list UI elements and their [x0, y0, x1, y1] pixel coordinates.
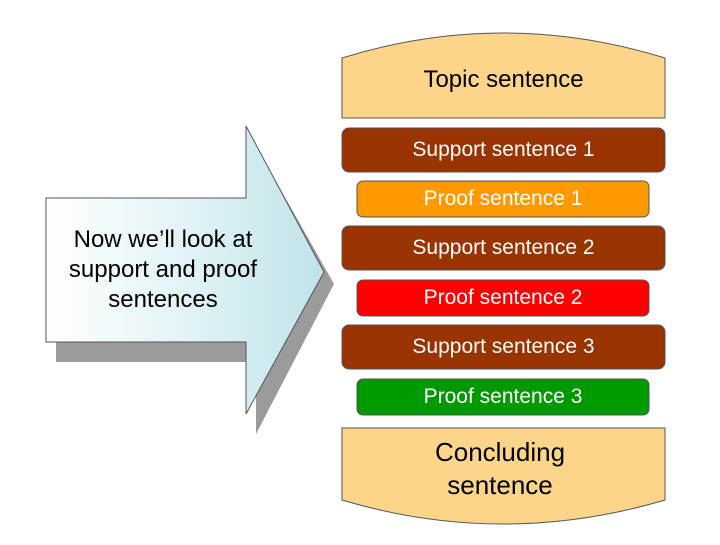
bar-support-3 [341, 324, 666, 370]
bar-proof-2 [356, 279, 650, 317]
support-sentence-1-label: Support sentence 1 [412, 138, 595, 161]
bar-support-1 [341, 127, 666, 173]
support-sentence-2-label: Support sentence 2 [412, 236, 595, 259]
bar-proof-1 [356, 180, 650, 218]
concluding-label: Concluding sentence [434, 437, 566, 500]
proof-sentence-3-label: Proof sentence 3 [423, 385, 583, 408]
arrow-shape [45, 125, 325, 415]
arrow-label: Now we’ll look at support and proof sent… [68, 226, 258, 313]
support-sentence-3-label: Support sentence 3 [412, 335, 595, 358]
proof-sentence-2-label: Proof sentence 2 [423, 286, 583, 309]
proof-sentence-1-label: Proof sentence 1 [423, 187, 583, 210]
concluding-shape [341, 427, 666, 525]
topic-shape [341, 32, 666, 119]
bar-support-2 [341, 225, 666, 271]
bar-proof-3 [356, 378, 650, 416]
topic-label: Topic sentence [423, 66, 584, 93]
